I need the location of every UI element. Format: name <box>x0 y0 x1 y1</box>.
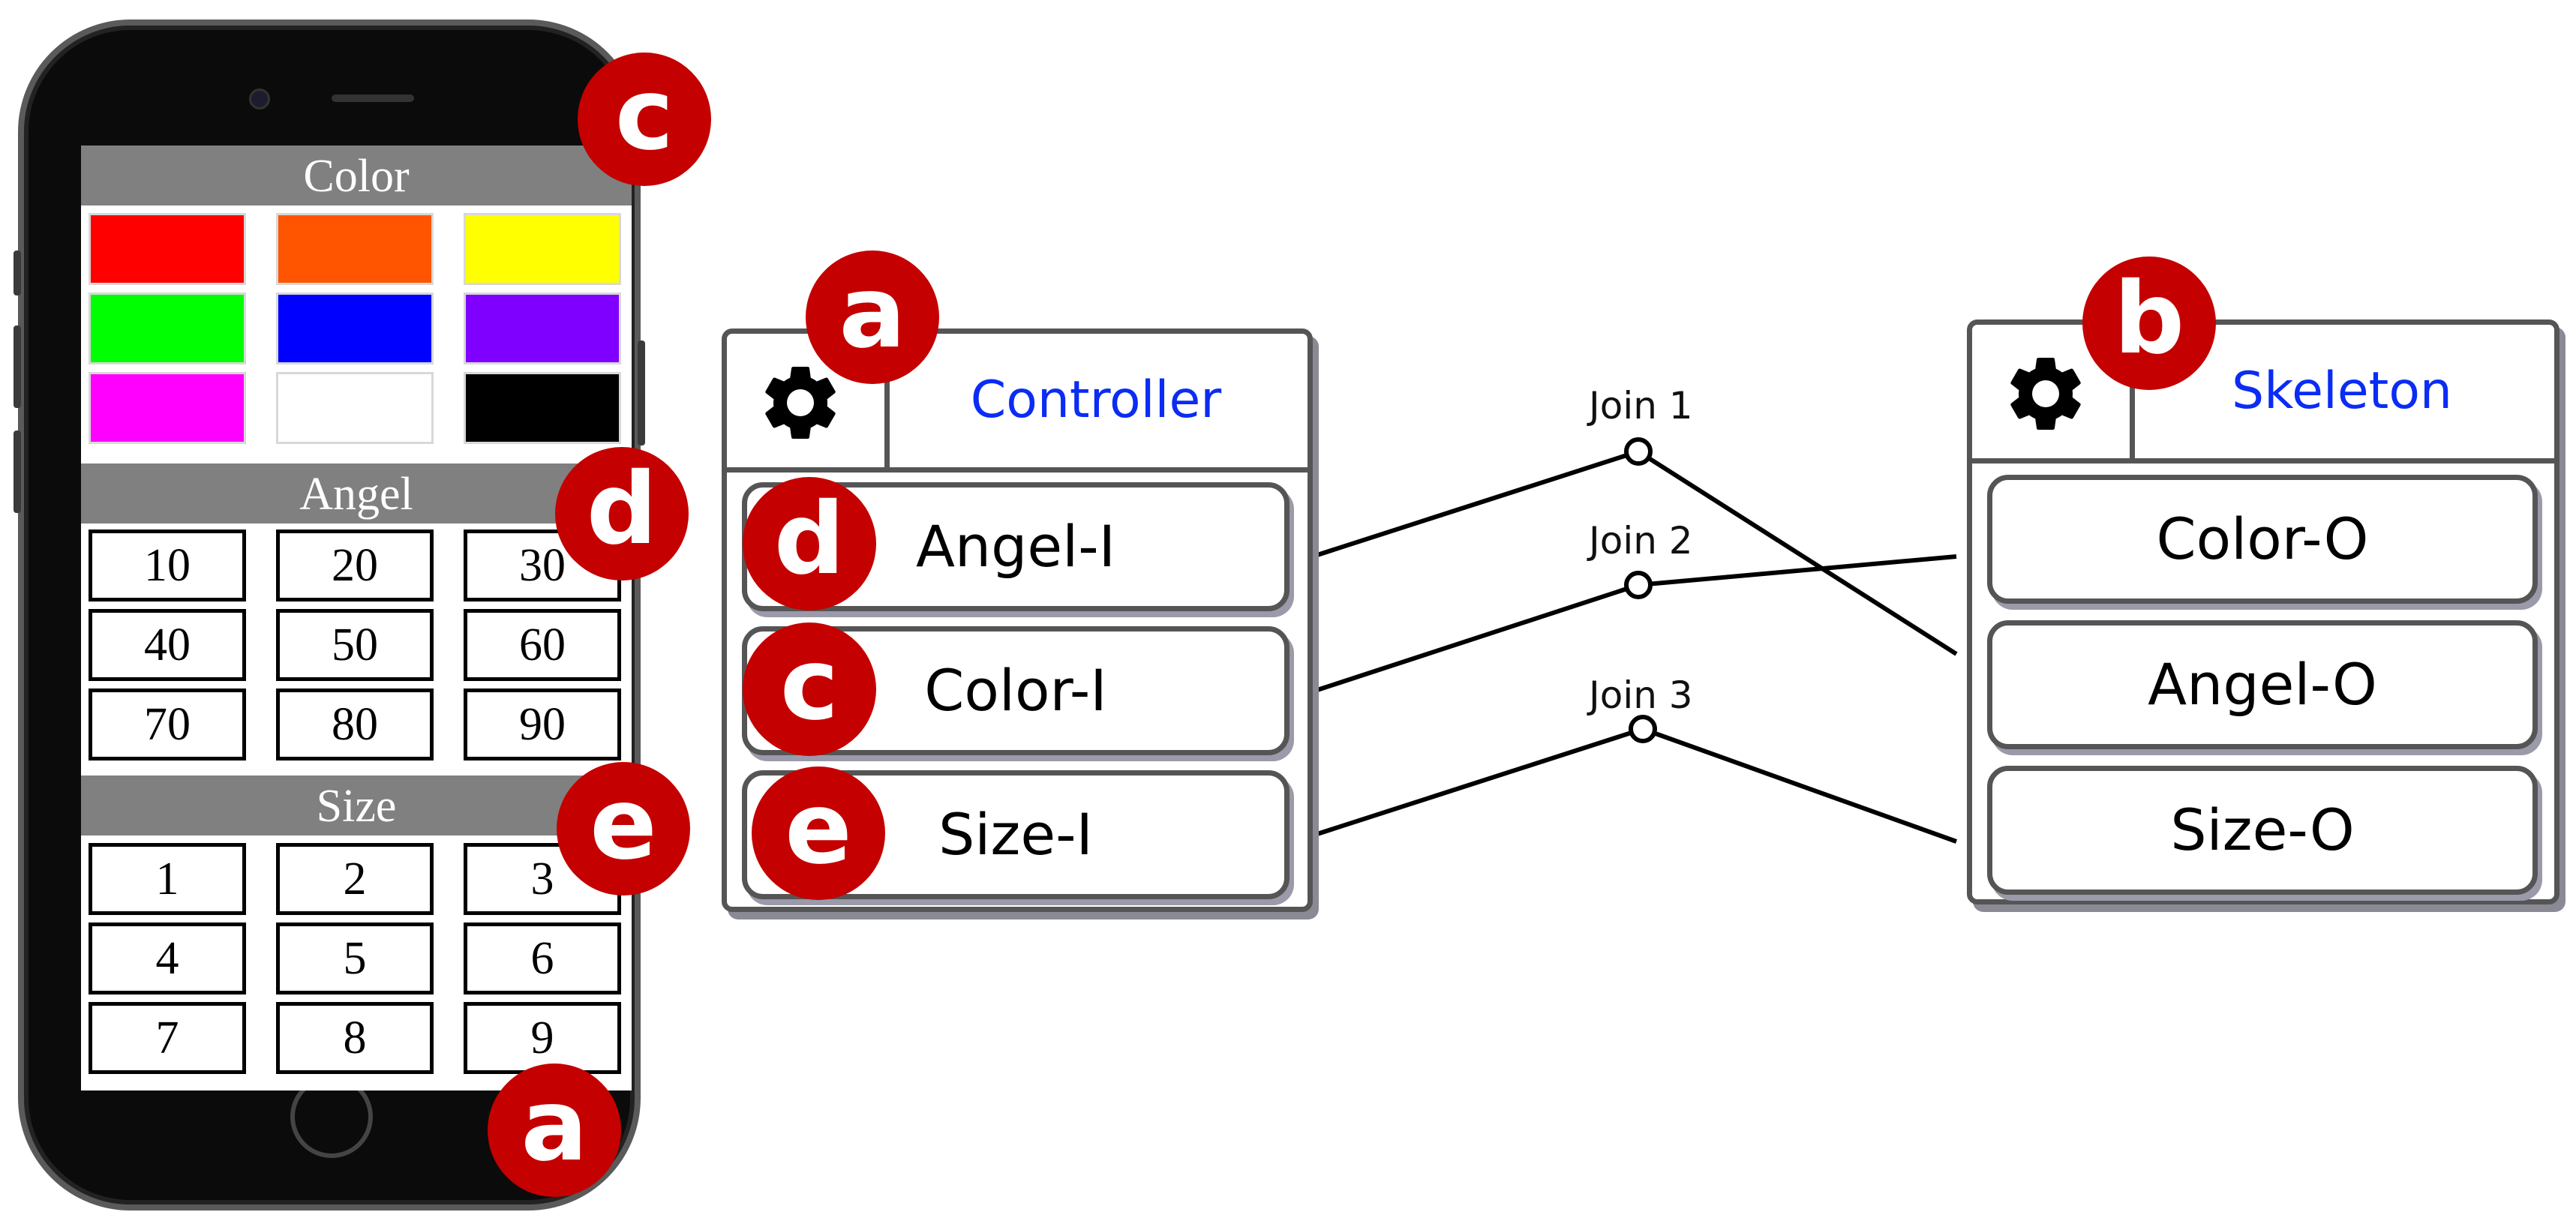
skeleton-header: Skeleton <box>1972 325 2554 464</box>
angel-option[interactable]: 50 <box>276 609 434 681</box>
join-3-label: Join 3 <box>1589 674 1693 717</box>
size-section-header: Size <box>81 776 632 836</box>
join-1-node <box>1624 437 1653 466</box>
controller-header: Controller <box>727 334 1308 472</box>
wire-angel-out <box>1637 449 1958 656</box>
badge-port-size: e <box>752 766 885 900</box>
skeleton-title: Skeleton <box>2231 362 2453 421</box>
port-size-out[interactable]: Size-O <box>1987 766 2538 895</box>
size-option[interactable]: 9 <box>464 1002 621 1074</box>
angel-option[interactable]: 80 <box>276 688 434 760</box>
controller-title: Controller <box>970 370 1222 430</box>
wire-angel-in <box>1317 449 1639 557</box>
join-1-label: Join 1 <box>1589 384 1693 428</box>
wire-color-out <box>1638 554 1957 587</box>
badge-angel-section: d <box>555 447 689 580</box>
angel-option[interactable]: 60 <box>464 609 621 681</box>
badge-port-color: c <box>743 622 876 756</box>
badge-size-section: e <box>557 762 690 896</box>
badge-phone-device: a <box>488 1064 621 1197</box>
angel-option[interactable]: 90 <box>464 688 621 760</box>
size-option[interactable]: 2 <box>276 843 434 915</box>
color-swatch[interactable] <box>89 213 246 285</box>
angel-option[interactable]: 40 <box>89 609 246 681</box>
wire-color-in <box>1317 583 1639 692</box>
badge-color-section: c <box>578 52 711 186</box>
gear-icon[interactable] <box>2001 349 2091 439</box>
size-option[interactable]: 4 <box>89 922 246 994</box>
size-option[interactable]: 8 <box>276 1002 434 1074</box>
mute-switch <box>14 250 21 296</box>
controller-settings[interactable] <box>727 334 890 467</box>
join-2-label: Join 2 <box>1589 519 1693 562</box>
size-option[interactable]: 1 <box>89 843 246 915</box>
skeleton-settings[interactable] <box>1972 325 2135 458</box>
skeleton-node[interactable]: Skeleton Color-O Angel-O Size-O <box>1967 320 2559 904</box>
volume-down-button <box>14 430 21 513</box>
color-swatch[interactable] <box>464 292 621 364</box>
color-swatch[interactable] <box>276 372 434 444</box>
color-swatch[interactable] <box>89 372 246 444</box>
badge-controller: a <box>806 250 939 384</box>
angel-section-header: Angel <box>81 464 632 524</box>
wire-size-out <box>1641 727 1958 844</box>
color-swatch[interactable] <box>89 292 246 364</box>
angel-option[interactable]: 70 <box>89 688 246 760</box>
speaker-grille <box>332 94 414 102</box>
port-color-out[interactable]: Color-O <box>1987 475 2538 604</box>
color-swatch[interactable] <box>276 213 434 285</box>
size-option[interactable]: 5 <box>276 922 434 994</box>
front-camera <box>249 88 270 110</box>
size-option[interactable]: 6 <box>464 922 621 994</box>
size-option[interactable]: 7 <box>89 1002 246 1074</box>
angel-option[interactable]: 20 <box>276 530 434 602</box>
power-button <box>638 340 645 446</box>
volume-up-button <box>14 326 21 408</box>
angel-option[interactable]: 10 <box>89 530 246 602</box>
badge-skeleton: b <box>2082 256 2216 390</box>
badge-port-angel: d <box>743 477 876 610</box>
wire-size-in <box>1317 727 1644 836</box>
join-3-node <box>1629 715 1657 743</box>
color-swatch[interactable] <box>464 372 621 444</box>
color-swatch[interactable] <box>276 292 434 364</box>
color-section-header: Color <box>81 146 632 206</box>
gear-icon[interactable] <box>755 358 845 448</box>
color-swatch[interactable] <box>464 213 621 285</box>
join-2-node <box>1624 571 1653 599</box>
port-angel-out[interactable]: Angel-O <box>1987 620 2538 749</box>
